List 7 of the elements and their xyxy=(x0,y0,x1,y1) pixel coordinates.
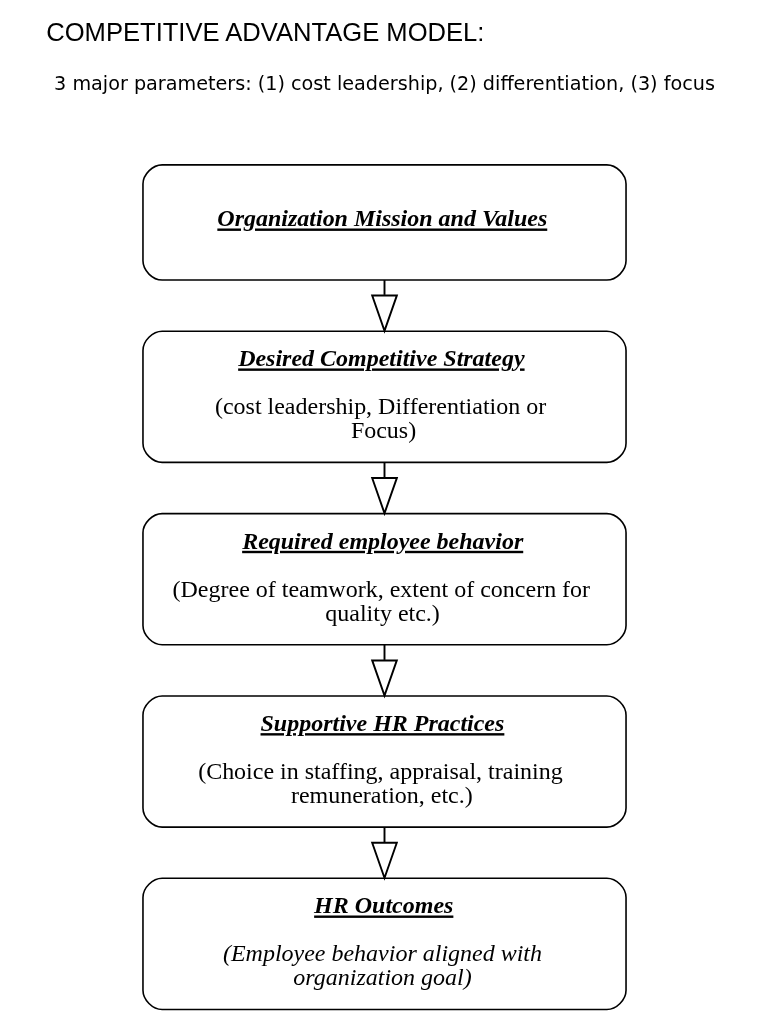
node-box: Required employee behavior (Degree of teamwork, extent of concern for quality etc.) xyxy=(141,512,627,646)
node-box: Organization Mission and Values xyxy=(141,164,627,281)
node-box: Supportive HR Practices (Choice in staffing, appraisal, training remuneration, etc.) xyxy=(141,695,627,828)
diagram-title: COMPETITIVE ADVANTAGE MODEL: xyxy=(45,18,484,47)
label: 3 major parameters: (1) cost leadership, (2) differentiation, (3) focus xyxy=(53,71,715,95)
node-box: Desired Competitive Strategy (cost leadership, Differentiation or Focus) xyxy=(141,330,627,464)
node-box: HR Outcomes (Employee behavior aligned with organization goal) xyxy=(141,877,627,1011)
